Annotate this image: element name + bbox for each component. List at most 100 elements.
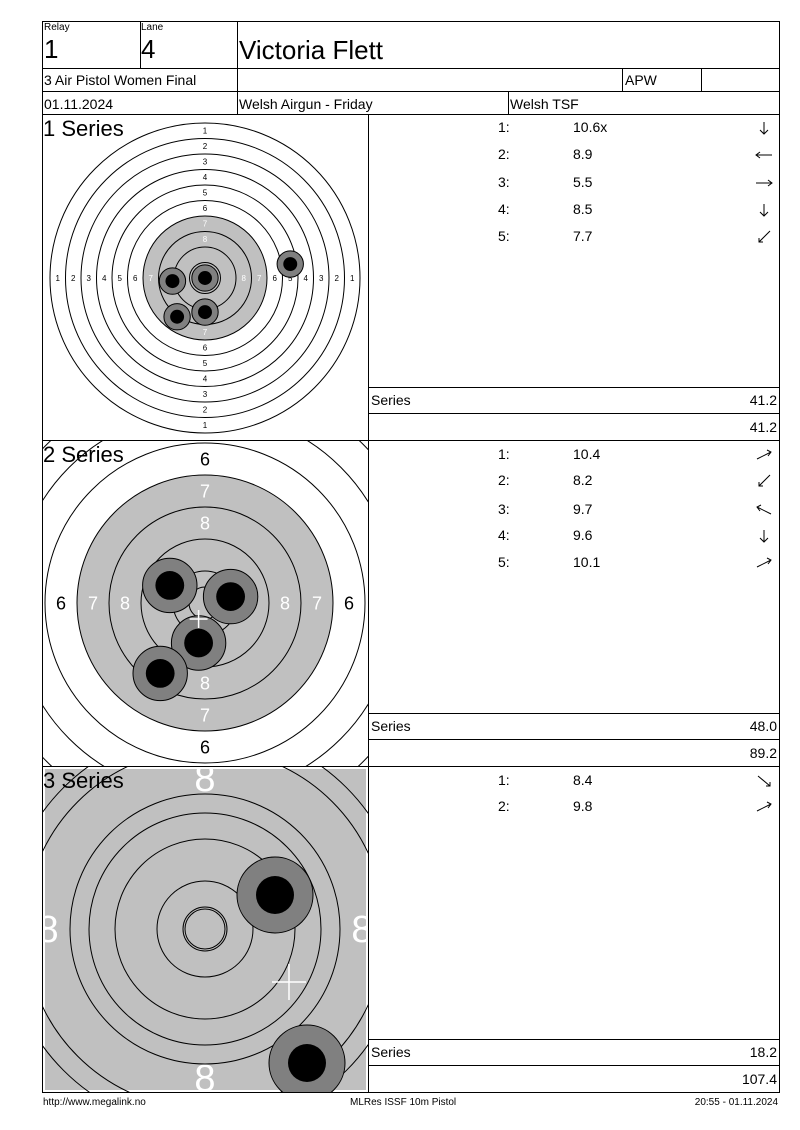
shot-hole-center [145,659,175,688]
shot-direction-arrow-icon [756,801,772,812]
shot-score: 8.9 [573,146,593,162]
ring-number: 7 [312,593,322,613]
shot-hole-center [184,628,214,658]
shot-direction-arrow-icon [759,122,769,135]
shot-hole-center [288,1044,326,1082]
lane-value: 4 [141,34,156,64]
series-3-running-total: 107.4 [741,1071,777,1087]
ring-number: 6 [133,274,138,283]
ring-number: 8 [203,235,208,244]
ring-number: 6 [56,593,66,613]
shot-direction-arrow-icon [756,449,772,460]
target-series-1: 11112222333344445555666677778888 [49,122,361,434]
ring-number: 6 [200,449,210,469]
ring-number: 8 [43,909,59,951]
ring-number: 4 [203,375,208,384]
footer-software: MLRes ISSF 10m Pistol [350,1097,457,1108]
shot-number: 4: [498,527,510,543]
shot-score: 8.2 [573,472,593,488]
ring-number: 7 [200,705,210,725]
shot-number: 3: [498,174,510,190]
shot-direction-arrow-icon [759,530,769,543]
ring-number: 8 [200,673,210,693]
shot-score: 9.8 [573,798,593,814]
series-1-title: 1 Series [43,116,124,141]
footer-timestamp: 20:55 - 01.11.2024 [694,1097,778,1108]
shot-number: 2: [498,472,510,488]
shot-hole-center [155,571,185,600]
shot-score: 9.6 [573,527,593,543]
ring-number: 3 [203,158,208,167]
shot-number: 2: [498,146,510,162]
shot-hole-center [198,271,212,285]
ring-number: 6 [200,737,210,757]
shot-score: 10.1 [573,554,601,570]
ring-number: 3 [87,274,92,283]
series-3-total-label: Series [371,1044,411,1060]
ring-number: 8 [194,767,215,800]
ring-number: 7 [149,274,154,283]
ring-number: 8 [351,909,368,951]
ring-number: 4 [304,274,309,283]
ring-number: 2 [71,274,76,283]
shot-direction-arrow-icon [759,204,769,217]
shot-score: 10.6x [573,119,608,135]
series-1-total-label: Series [371,392,411,408]
shot-hole-center [283,257,298,272]
series-1-running-total: 41.2 [749,419,777,435]
ring-number: 7 [88,593,98,613]
ring-number: 1 [56,274,61,283]
shot-hole-center [170,309,185,324]
series-1-total: 41.2 [749,392,777,408]
series-3-title: 3 Series [43,768,124,793]
ring-number: 8 [200,513,210,533]
ring-number: 6 [203,204,208,213]
ring-number: 7 [200,481,210,501]
ring-number: 8 [242,274,247,283]
ring-number: 8 [120,593,130,613]
class-code: APW [625,72,657,88]
shot-score: 8.5 [573,201,593,217]
shot-number: 5: [498,228,510,244]
ring-number: 2 [203,406,208,415]
ring-number: 6 [273,274,278,283]
lane-label: Lane [141,22,164,33]
ring-number: 6 [203,344,208,353]
ring-number: 1 [203,127,208,136]
shot-direction-arrow-icon [756,504,772,515]
ring-number: 5 [118,274,123,283]
shot-number: 2: [498,798,510,814]
ring-number: 7 [203,328,208,337]
shot-score: 9.7 [573,501,593,517]
ring-number: 4 [102,274,107,283]
series-2-running-total: 89.2 [749,745,777,761]
shot-direction-arrow-icon [758,474,771,487]
shot-number: 1: [498,446,510,462]
shot-direction-arrow-icon [756,179,773,187]
ring-number: 8 [194,1058,215,1092]
series-2-title: 2 Series [43,442,124,467]
shot-score: 7.7 [573,228,593,244]
shot-direction-arrow-icon [758,230,771,243]
shot-score: 10.4 [573,446,601,462]
shot-direction-arrow-icon [755,151,772,159]
date: 01.11.2024 [44,96,114,112]
series-2-total: 48.0 [749,718,777,734]
shot-number: 1: [498,119,510,135]
ring-number: 4 [203,173,208,182]
ring-number: 5 [203,189,208,198]
athlete-name: Victoria Flett [239,35,384,65]
ring-number: 5 [203,359,208,368]
club-name: Welsh TSF [510,96,579,112]
shot-number: 1: [498,772,510,788]
shot-hole-center [165,274,180,289]
shot-hole-center [256,876,294,914]
footer-url[interactable]: http://www.megalink.no [43,1097,146,1108]
series-3-total: 18.2 [749,1044,777,1060]
competition-name: Welsh Airgun - Friday [239,96,373,112]
ring-number: 1 [203,421,208,430]
event-name: 3 Air Pistol Women Final [44,72,197,88]
ring-number: 5 [288,274,293,283]
shot-direction-arrow-icon [757,775,771,787]
ring-number: 3 [319,274,324,283]
